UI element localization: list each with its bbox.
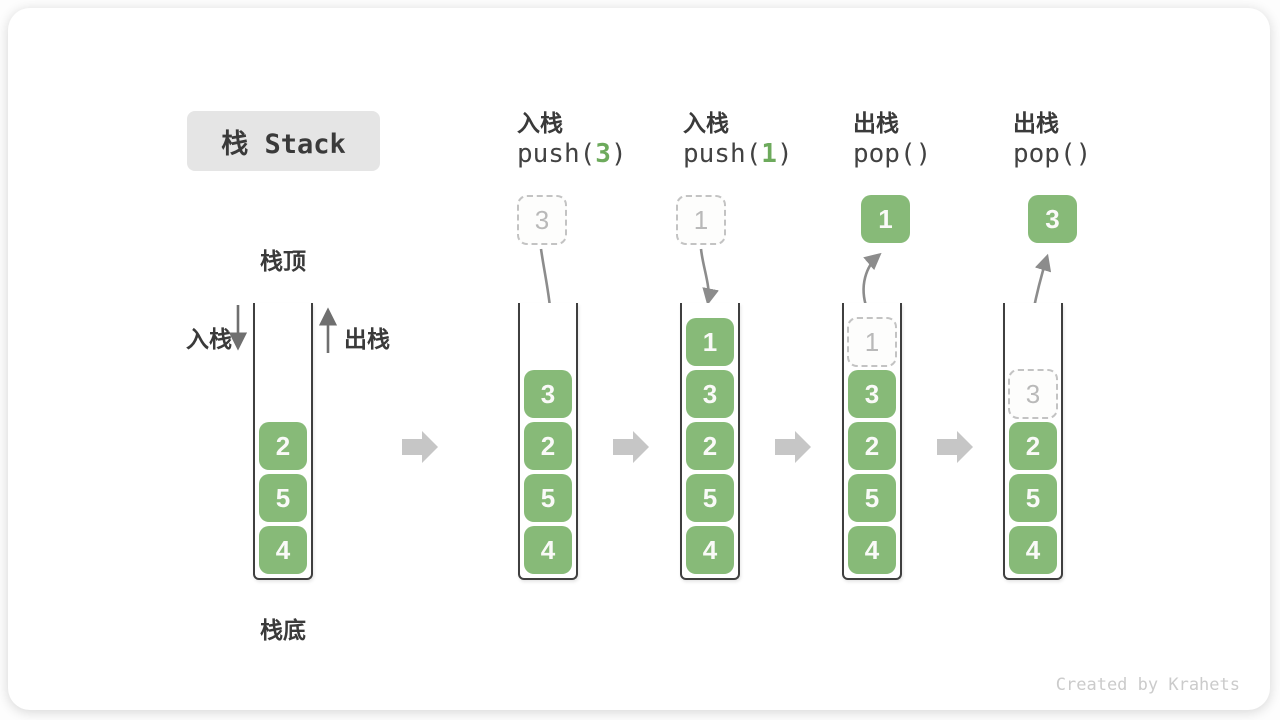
incoming-value-box: 3 bbox=[517, 195, 567, 245]
stack-cell: 5 bbox=[524, 474, 572, 522]
stack-cell: 5 bbox=[259, 474, 307, 522]
code-argument: 3 bbox=[595, 139, 611, 169]
stack-top-label: 栈顶 bbox=[260, 248, 306, 274]
stack-cell: 5 bbox=[1009, 474, 1057, 522]
column-op-label: 出栈 bbox=[853, 110, 899, 136]
column-code-label: push(1) bbox=[683, 139, 793, 169]
stack-cell: 3 bbox=[524, 370, 572, 418]
stack-cell: 5 bbox=[848, 474, 896, 522]
code-text: push( bbox=[683, 139, 762, 169]
ghost-cell: 1 bbox=[847, 317, 897, 367]
stack-cell: 2 bbox=[259, 422, 307, 470]
code-text: ) bbox=[610, 139, 627, 169]
stack-cell: 3 bbox=[686, 370, 734, 418]
stack-cell: 2 bbox=[686, 422, 734, 470]
code-text: pop() bbox=[853, 139, 932, 169]
code-text: ) bbox=[776, 139, 793, 169]
stack-cell: 4 bbox=[848, 526, 896, 574]
push-direction-label: 入栈 bbox=[186, 326, 232, 352]
column-code-label: push(3) bbox=[517, 139, 627, 169]
stack-cell: 4 bbox=[259, 526, 307, 574]
pop-direction-label: 出栈 bbox=[344, 326, 390, 352]
stack-bottom-label: 栈底 bbox=[260, 617, 306, 643]
column-code-label: pop() bbox=[853, 139, 931, 169]
stack-cell: 4 bbox=[686, 526, 734, 574]
stack-cell: 4 bbox=[1009, 526, 1057, 574]
popped-value-box: 1 bbox=[861, 195, 910, 243]
diagram-title: 栈 Stack bbox=[187, 111, 380, 171]
stack-cell: 4 bbox=[524, 526, 572, 574]
code-argument: 1 bbox=[761, 139, 777, 169]
code-text: pop() bbox=[1013, 139, 1092, 169]
column-op-label: 出栈 bbox=[1013, 110, 1059, 136]
column-op-label: 入栈 bbox=[517, 110, 563, 136]
column-op-label: 入栈 bbox=[683, 110, 729, 136]
incoming-value-box: 1 bbox=[676, 195, 726, 245]
stack-cell: 2 bbox=[1009, 422, 1057, 470]
popped-value-box: 3 bbox=[1028, 195, 1077, 243]
stack-cell: 5 bbox=[686, 474, 734, 522]
column-code-label: pop() bbox=[1013, 139, 1091, 169]
stack-cell: 1 bbox=[686, 318, 734, 366]
stack-cell: 2 bbox=[524, 422, 572, 470]
ghost-cell: 3 bbox=[1008, 369, 1058, 419]
diagram-title-text: 栈 Stack bbox=[221, 128, 346, 160]
stack-cell: 3 bbox=[848, 370, 896, 418]
stack-cell: 2 bbox=[848, 422, 896, 470]
code-text: push( bbox=[517, 139, 596, 169]
watermark: Created by Krahets bbox=[1055, 675, 1240, 695]
